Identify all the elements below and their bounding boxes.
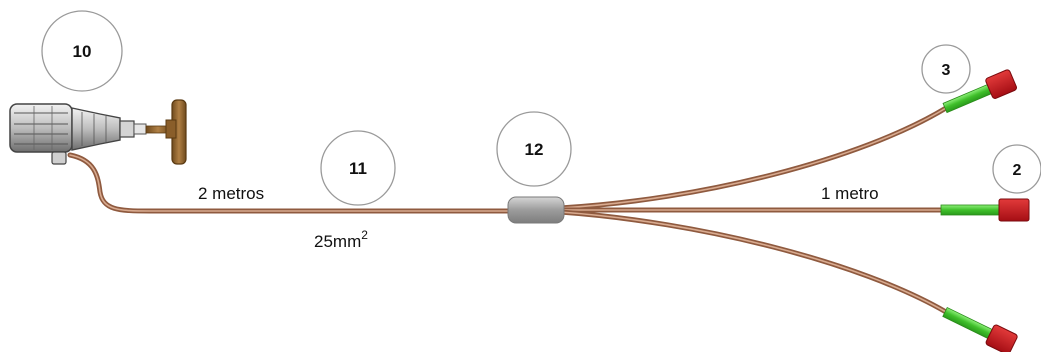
callout-main-cable: 11 (320, 130, 396, 206)
terminal-middle (940, 198, 1030, 222)
main-cable (67, 152, 513, 214)
callout-splitter: 12 (496, 111, 572, 187)
callout-middle-branch: 2 (992, 144, 1041, 194)
section-label: 25mm2 (314, 228, 368, 251)
terminal-lower (942, 306, 1018, 352)
splitter-body (507, 196, 565, 224)
section-exponent: 2 (361, 228, 368, 242)
callout-upper-branch: 3 (921, 44, 971, 94)
callout-bottle-number: 10 (73, 42, 92, 61)
branch-cable-lower (559, 209, 948, 315)
gas-bottle (9, 103, 171, 165)
callout-splitter-number: 12 (525, 140, 544, 159)
callout-main-cable-number: 11 (349, 159, 367, 178)
callout-upper-branch-number: 3 (942, 62, 951, 79)
callout-bottle: 10 (41, 10, 123, 92)
branch-cable-upper (559, 105, 948, 211)
main-length-label: 2 metros (198, 184, 264, 203)
valve-handle (165, 99, 187, 165)
callout-middle-branch-number: 2 (1013, 162, 1022, 179)
section-value: 25mm (314, 232, 361, 251)
branch-length-label: 1 metro (821, 184, 879, 203)
terminal-upper (942, 69, 1017, 114)
